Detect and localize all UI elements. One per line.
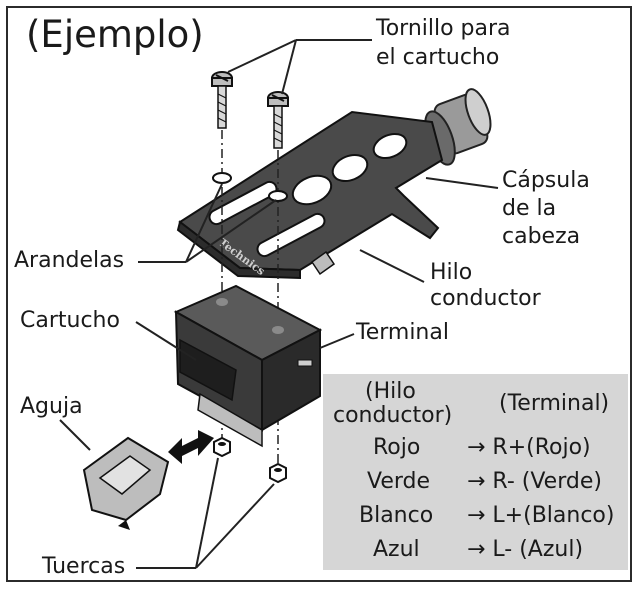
diagram-title: (Ejemplo) xyxy=(26,13,204,56)
table-row-terminal: → L- (Azul) xyxy=(467,537,584,562)
insert-arrow xyxy=(168,430,214,464)
table-row-terminal: → R+(Rojo) xyxy=(467,435,591,460)
label-headshell-line3: cabeza xyxy=(502,224,581,249)
screw-right xyxy=(267,91,289,149)
label-screw-line2: el cartucho xyxy=(376,45,500,70)
wiring-table: (Hilo conductor) (Terminal) Rojo → R+(Ro… xyxy=(323,374,628,570)
label-lead-line1: Hilo xyxy=(430,260,473,285)
label-lead-line2: conductor xyxy=(430,286,541,311)
nut-left xyxy=(213,436,231,458)
label-terminal: Terminal xyxy=(356,320,449,345)
table-row-terminal: → R- (Verde) xyxy=(467,469,602,494)
headshell xyxy=(176,110,444,280)
table-row-lead: Rojo xyxy=(373,435,421,460)
label-headshell-line2: de la xyxy=(502,196,557,221)
table-header-terminal: (Terminal) xyxy=(499,391,610,416)
table-row-lead: Verde xyxy=(367,469,431,494)
washer-left xyxy=(212,172,232,184)
nut-right xyxy=(269,462,287,484)
screw-left xyxy=(211,71,233,129)
table-header-lead-line2: conductor) xyxy=(333,403,453,428)
washer-right xyxy=(268,190,288,202)
table-row-lead: Azul xyxy=(373,537,420,562)
label-cartridge: Cartucho xyxy=(20,308,120,333)
label-nuts: Tuercas xyxy=(42,554,126,579)
table-row-terminal: → L+(Blanco) xyxy=(467,503,615,528)
stylus xyxy=(82,436,170,530)
leader-lines xyxy=(59,39,499,569)
table-header-lead-line1: (Hilo xyxy=(365,379,416,404)
table-row-lead: Blanco xyxy=(359,503,434,528)
cartridge-body xyxy=(173,284,323,448)
label-washers: Arandelas xyxy=(14,248,125,273)
label-headshell-line1: Cápsula xyxy=(502,168,590,193)
label-screw-line1: Tornillo para xyxy=(376,16,511,41)
label-needle: Aguja xyxy=(20,394,83,419)
